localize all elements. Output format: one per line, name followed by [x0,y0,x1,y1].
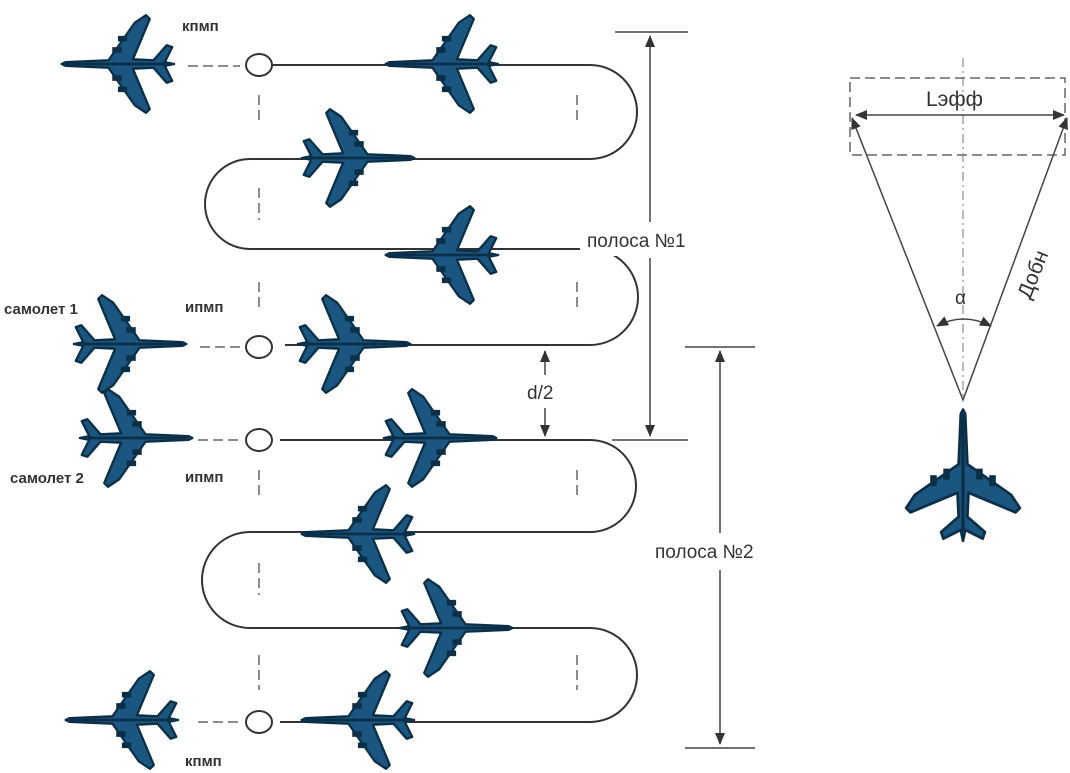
strip-2-dimension [685,346,755,749]
strip-1-dimension [612,31,688,441]
detection-ray-right [962,117,1068,401]
airplane-icon [72,293,189,395]
view-angle-label: α [955,288,966,309]
airplane-icon [78,387,195,489]
airplane-icon [296,293,413,395]
airplane-icon [904,407,1022,543]
ipmp-label-1: ипмп [185,299,223,316]
waypoint-circle-icon [245,710,273,734]
effective-strip-box [849,77,1066,156]
angle-arc [936,316,992,327]
detection-ray-left [851,117,964,401]
waypoint-circle-icon [245,335,273,359]
aircraft-1-label: самолет 1 [4,301,78,318]
strip-2-label: полоса №2 [655,542,754,563]
airplane-icon [382,387,499,489]
airplane-icon [300,107,417,209]
detection-range-label: Добн [1013,247,1053,302]
flight-path-strip-1 [204,64,639,346]
effective-width-label: Lэфф [926,88,983,111]
airplane-icon [383,204,500,306]
half-spacing-label: d/2 [527,383,553,404]
flight-path-group [188,53,639,734]
kpmp-label-bottom: кпмп [185,753,222,770]
detection-sector [849,58,1068,543]
airplane-icon [63,669,180,771]
airplane-icon [59,13,176,115]
airplane-icon [299,669,416,771]
kpmp-label-top: кпмп [182,18,219,35]
flight-path-strip-2 [201,439,638,723]
aircraft-group [59,13,515,771]
aircraft-2-label: самолет 2 [10,470,84,487]
airplane-icon [383,13,500,115]
airplane-icon [299,483,416,585]
waypoint-circle-icon [245,428,273,452]
strip-1-label: полоса №1 [587,231,686,252]
airplane-icon [398,577,515,679]
ipmp-label-2: ипмп [185,469,223,486]
waypoint-circle-icon [245,53,273,77]
strip-markers [258,95,578,690]
